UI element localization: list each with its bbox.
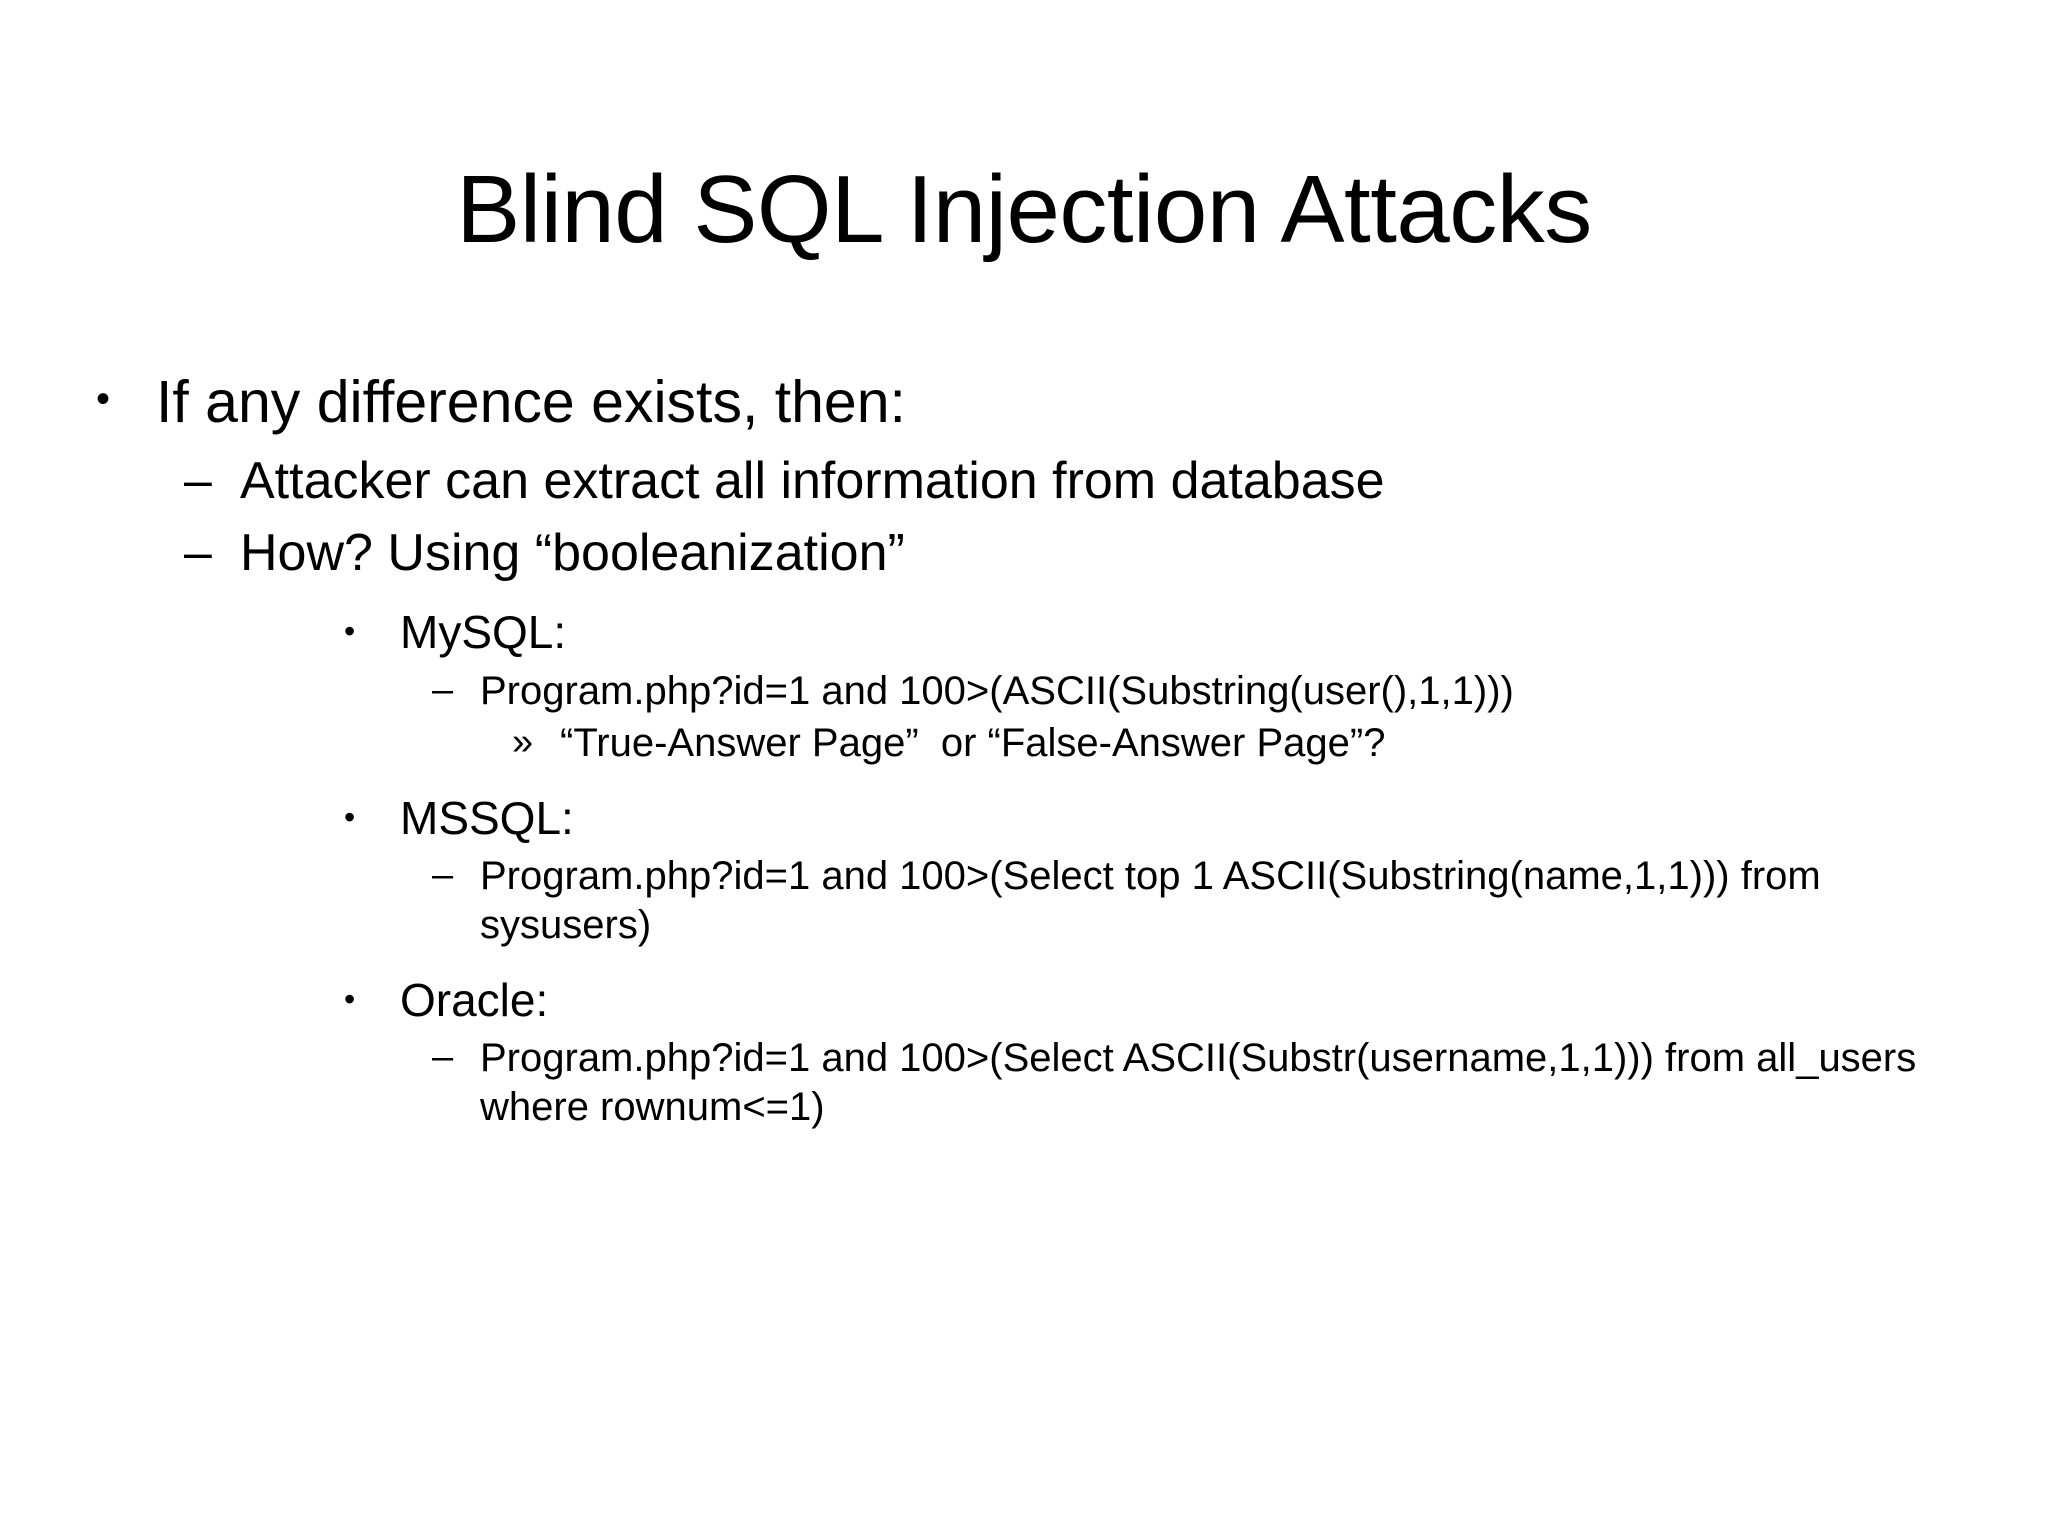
bullet-level3-mysql: • MySQL: [344, 604, 1976, 660]
dash-icon: – [432, 668, 454, 711]
bullet-level4-mysql-code: – Program.php?id=1 and 100>(ASCII(Substr… [432, 667, 1976, 716]
database-code-label: Program.php?id=1 and 100>(Select ASCII(S… [480, 1035, 1928, 1129]
database-name-label: MSSQL: [400, 792, 574, 845]
spacer [96, 594, 1976, 604]
spacer [96, 772, 1976, 790]
bullet-level2-label: How? Using “booleanization” [240, 524, 905, 582]
guillemet-icon: » [512, 721, 534, 764]
bullet-level2-extract: – Attacker can extract all information f… [184, 450, 1976, 512]
bullet-level2-booleanization: – How? Using “booleanization” [184, 522, 1976, 584]
database-code-label: Program.php?id=1 and 100>(ASCII(Substrin… [480, 668, 1514, 713]
dash-icon: – [432, 1035, 454, 1078]
bullet-level5-mysql-note: » “True-Answer Page” or “False-Answer Pa… [512, 719, 1976, 768]
slide-body: • If any difference exists, then: – Atta… [96, 368, 1976, 1136]
bullet-level1-condition: • If any difference exists, then: [96, 368, 1976, 438]
bullet-round-icon: • [344, 799, 356, 836]
bullet-level4-oracle-code: – Program.php?id=1 and 100>(Select ASCII… [432, 1034, 1976, 1132]
bullet-level2-label: Attacker can extract all information fro… [240, 451, 1385, 510]
bullet-level1-label: If any difference exists, then: [156, 369, 906, 435]
bullet-round-icon: • [344, 980, 356, 1017]
database-name-label: MySQL: [400, 606, 567, 659]
dash-icon: – [184, 451, 212, 508]
bullet-level3-oracle: • Oracle: [344, 972, 1976, 1028]
page-title: Blind SQL Injection Attacks [456, 156, 1592, 264]
dash-icon: – [184, 524, 212, 580]
database-note-label: “True-Answer Page” or “False-Answer Page… [560, 721, 1386, 766]
bullet-round-icon: • [96, 377, 111, 421]
bullet-round-icon: • [344, 613, 356, 650]
bullet-level3-mssql: • MSSQL: [344, 790, 1976, 846]
bullet-level4-mssql-code: – Program.php?id=1 and 100>(Select top 1… [432, 852, 1976, 950]
dash-icon: – [432, 854, 454, 897]
spacer [96, 954, 1976, 972]
database-code-label: Program.php?id=1 and 100>(Select top 1 A… [480, 854, 1832, 947]
database-name-label: Oracle: [400, 973, 549, 1026]
